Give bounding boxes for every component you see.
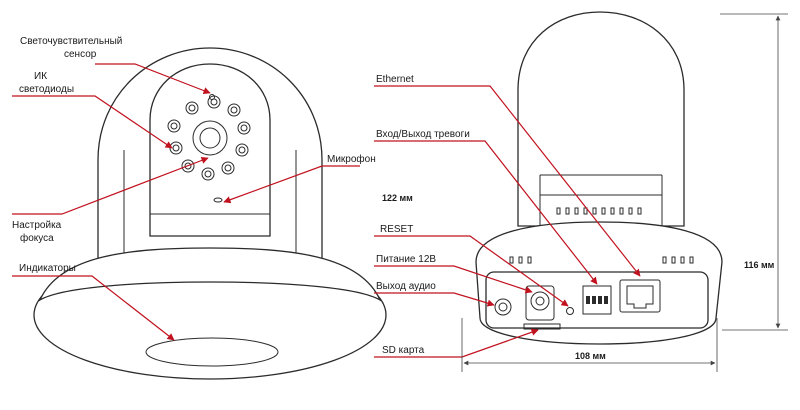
label-power: Питание 12В (376, 254, 436, 265)
ir-led-ring (167, 95, 251, 181)
front-leaders (12, 63, 360, 341)
base-vents (509, 256, 694, 264)
rear-panel (485, 271, 709, 329)
label-audio-out: Выход аудио (376, 281, 436, 292)
light-sensor (209, 94, 215, 100)
label-sd-card: SD карта (382, 345, 425, 356)
label-ir-leds-1: ИК (34, 71, 47, 82)
label-light-sensor-1: Светочувствительный (20, 36, 122, 47)
ethernet-port (619, 279, 661, 313)
leader-indicators (12, 275, 175, 341)
label-light-sensor-2: сенсор (64, 49, 97, 60)
leader-power (374, 265, 533, 294)
audio-out-jack (494, 298, 512, 316)
back-view-camera (475, 11, 723, 345)
leader-ethernet (374, 85, 641, 277)
label-indicators: Индикаторы (19, 263, 76, 274)
back-dome (517, 11, 685, 227)
leader-focus (12, 156, 209, 215)
label-focus-1: Настройка (12, 220, 62, 231)
leader-light-sensor (95, 63, 211, 95)
dimension-width: 108 мм (575, 351, 606, 361)
label-reset: RESET (380, 224, 413, 235)
microphone-hole (213, 197, 223, 203)
leader-microphone (223, 165, 360, 204)
front-view-camera (33, 47, 387, 380)
front-lens (192, 120, 228, 156)
label-ethernet: Ethernet (376, 74, 414, 85)
label-microphone: Микрофон (327, 153, 376, 165)
indicator-window (145, 337, 279, 367)
label-alarm-io: Вход/Выход тревоги (376, 129, 470, 140)
sd-card-slot (523, 323, 561, 330)
front-lens-head (149, 63, 271, 237)
back-leaders (374, 85, 641, 358)
dimension-lines (461, 13, 788, 372)
dimension-depth: 122 мм (382, 193, 413, 203)
reset-button (566, 307, 574, 315)
head-vents (556, 207, 642, 215)
dimension-height: 116 мм (744, 260, 775, 270)
leader-alarm (374, 140, 598, 285)
leader-reset (374, 235, 569, 307)
leader-ir-leds (12, 95, 173, 149)
leader-audio-out (374, 292, 495, 307)
alarm-terminal (582, 285, 612, 315)
label-focus-2: фокуса (20, 232, 54, 244)
label-ir-leds-2: светодиоды (19, 84, 74, 95)
